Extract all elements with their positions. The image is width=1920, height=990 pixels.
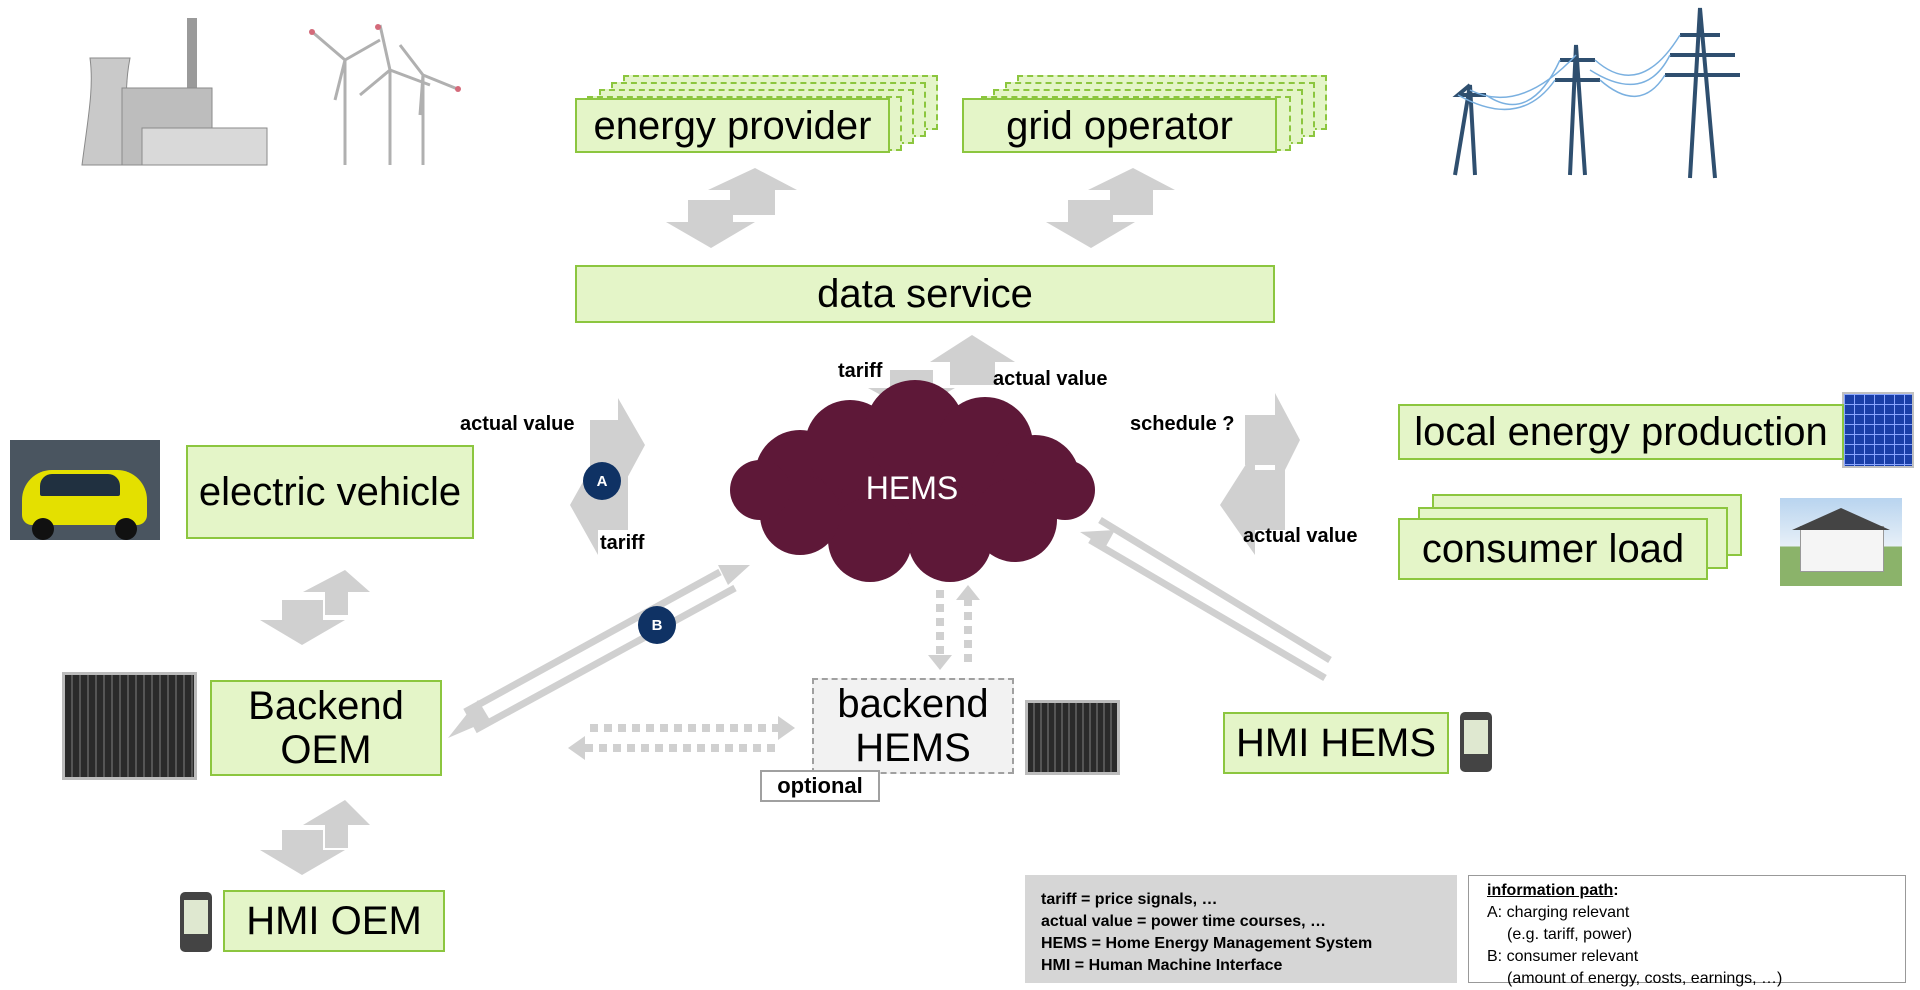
- arrow-up: [1088, 168, 1175, 215]
- actual-value-label-top: actual value: [993, 368, 1108, 390]
- tariff-label-top: tariff: [838, 360, 883, 382]
- server-icon: [62, 672, 197, 780]
- tariff-label-ev: tariff: [600, 532, 645, 554]
- electric-car-icon: [10, 440, 160, 540]
- arrow-up: [708, 168, 797, 215]
- arrow-down: [260, 830, 345, 875]
- arrow-down: [666, 200, 755, 248]
- optional-tag: optional: [760, 770, 880, 802]
- smartphone-icon: [1460, 712, 1492, 772]
- hmi-hems-box: HMI HEMS: [1223, 712, 1449, 774]
- hems-label: HEMS: [865, 470, 959, 506]
- legend-line: A: charging relevant: [1487, 904, 1630, 921]
- actual-value-label-ev: actual value: [460, 413, 575, 435]
- legend-line: HMI = Human Machine Interface: [1041, 957, 1283, 974]
- legend-line: (e.g. tariff, power): [1507, 926, 1633, 943]
- legend-line: actual value = power time courses, …: [1041, 913, 1326, 930]
- house-icon: [1780, 498, 1902, 586]
- data-service-box: data service: [575, 265, 1275, 323]
- legend-title-text: information path: [1487, 882, 1614, 899]
- legend-line: B: consumer relevant: [1487, 948, 1639, 965]
- grid-operator-box: grid operator: [962, 98, 1277, 153]
- backend-hems-box: backend HEMS: [812, 678, 1014, 774]
- schedule-label: schedule ?: [1130, 413, 1235, 435]
- electric-vehicle-box: electric vehicle: [186, 445, 474, 539]
- consumer-load-box: consumer load: [1398, 518, 1708, 580]
- information-path-legend: information path: A: charging relevant (…: [1468, 875, 1906, 987]
- legend-line: (amount of energy, costs, earnings, …): [1507, 970, 1783, 987]
- path-a-badge: A: [583, 462, 621, 500]
- energy-provider-box: energy provider: [575, 98, 890, 153]
- arrow-up: [303, 800, 370, 848]
- arrow-up: [303, 570, 370, 615]
- path-b-badge: B: [638, 606, 676, 644]
- actual-value-label-right: actual value: [1243, 525, 1358, 547]
- legend-line: tariff = price signals, …: [1041, 891, 1218, 908]
- legend-title: information path:: [1487, 882, 1619, 899]
- server-icon: [1025, 700, 1120, 775]
- arrow-right: [1245, 393, 1300, 490]
- abbreviation-legend: tariff = price signals, … actual value =…: [1025, 875, 1457, 983]
- local-energy-production-box: local energy production: [1398, 404, 1844, 460]
- hmi-oem-box: HMI OEM: [223, 890, 445, 952]
- backend-oem-box: Backend OEM: [210, 680, 442, 776]
- solar-panel-icon: [1842, 392, 1914, 468]
- arrow-down: [1046, 200, 1135, 248]
- legend-line: HEMS = Home Energy Management System: [1041, 935, 1373, 952]
- arrow-down: [260, 600, 345, 645]
- smartphone-icon: [180, 892, 212, 952]
